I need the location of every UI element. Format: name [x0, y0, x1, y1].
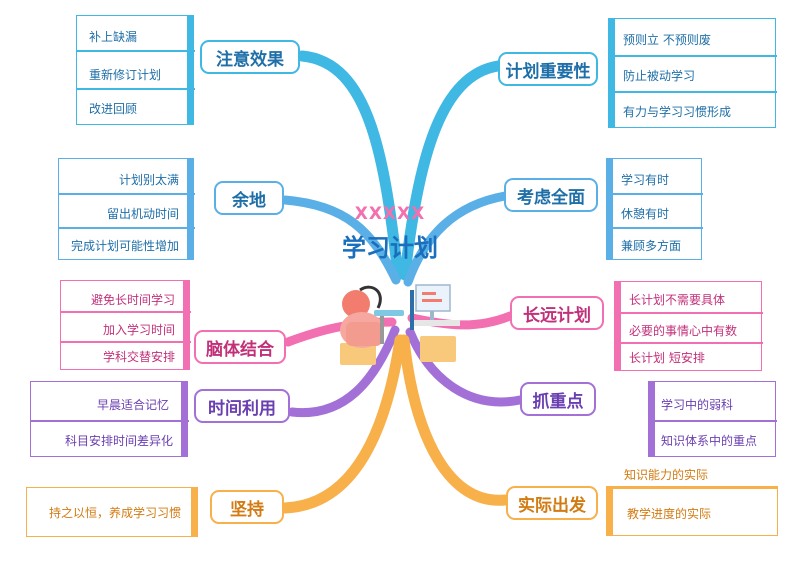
leaf-bar	[183, 281, 190, 369]
connector-yudi	[280, 195, 401, 285]
topic-label: 计划重要性	[505, 61, 591, 82]
topic-kaolv-quanmian[interactable]: 考虑全面	[504, 178, 598, 212]
leaf-group-zhuyi: 补上缺漏 重新修订计划 改进回顾	[76, 15, 195, 125]
leaf-divider	[59, 193, 195, 195]
leaf-bar	[187, 16, 194, 124]
leaf-item: 科目安排时间差异化	[64, 434, 173, 448]
leaf-item: 长计划不需要具体	[629, 293, 726, 307]
connector-zhongyao	[399, 60, 504, 281]
leaf-divider	[609, 55, 777, 57]
connector-kaolv	[403, 191, 510, 287]
leaf-item: 知识能力的实际	[624, 468, 709, 482]
topic-changyuan-jihua[interactable]: 长远计划	[510, 296, 604, 330]
leaf-item: 长计划 短安排	[629, 351, 705, 365]
leaf-bar	[608, 19, 615, 127]
leaf-item: 休憩有时	[621, 207, 670, 221]
center-title: 学习计划	[342, 234, 438, 262]
leaf-group-jianchi: 持之以恒，养成学习习惯	[26, 487, 198, 537]
topic-yudi[interactable]: 余地	[214, 181, 284, 215]
leaf-bar	[181, 382, 188, 456]
leaf-item: 加入学习时间	[102, 323, 175, 337]
leaf-divider	[606, 486, 778, 488]
leaf-item: 避免长时间学习	[90, 293, 175, 307]
leaf-divider	[607, 193, 703, 195]
topic-label: 脑体结合	[206, 339, 274, 360]
leaf-divider	[61, 311, 191, 313]
leaf-item: 改进回顾	[89, 102, 138, 116]
topic-shijian-liyong[interactable]: 时间利用	[194, 389, 290, 423]
leaf-divider	[59, 227, 195, 229]
leaf-item: 防止被动学习	[623, 69, 696, 83]
connector-jianchi	[279, 334, 406, 514]
leaf-bar	[606, 489, 613, 535]
leaf-group-yudi: 计划别太满 留出机动时间 完成计划可能性增加	[58, 158, 195, 260]
connector-shijian	[287, 325, 400, 418]
leaf-group-shijian: 早晨适合记忆 科目安排时间差异化	[30, 381, 189, 457]
leaf-divider	[649, 420, 777, 422]
student-illustration	[340, 285, 404, 365]
leaf-divider	[609, 91, 777, 93]
topic-label: 考虑全面	[517, 187, 585, 208]
leaf-item: 早晨适合记忆	[96, 398, 169, 412]
topic-shiji-chufa[interactable]: 实际出发	[506, 486, 598, 520]
leaf-item: 教学进度的实际	[627, 507, 712, 521]
leaf-group-shiji: 教学进度的实际	[606, 488, 778, 536]
connector-shiji	[398, 334, 511, 506]
leaf-group-changyuan: 长计划不需要具体 必要的事情心中有数 长计划 短安排	[614, 281, 763, 371]
topic-label: 实际出发	[518, 495, 586, 516]
leaf-item: 重新修订计划	[89, 68, 162, 82]
leaf-divider	[607, 227, 703, 229]
leaf-group-kaolv: 学习有时 休憩有时 兼顾多方面	[606, 158, 703, 260]
connector-zhuyi	[296, 50, 404, 281]
leaf-divider	[77, 50, 195, 52]
leaf-bar	[191, 488, 198, 536]
leaf-divider	[31, 420, 189, 422]
leaf-group-zhua: 学习中的弱科 知识体系中的重点	[648, 381, 777, 457]
topic-naoti-jiehe[interactable]: 脑体结合	[194, 330, 286, 364]
leaf-divider	[615, 342, 763, 344]
leaf-item: 必要的事情心中有数	[629, 324, 738, 338]
leaf-divider	[61, 341, 191, 343]
topic-label: 坚持	[230, 499, 264, 520]
leaf-item: 计划别太满	[118, 173, 179, 187]
topic-label: 注意效果	[216, 49, 284, 70]
leaf-divider	[615, 312, 763, 314]
leaf-item: 学习有时	[621, 173, 670, 187]
topic-label: 抓重点	[532, 391, 584, 412]
leaf-bar	[648, 382, 655, 456]
leaf-item: 完成计划可能性增加	[70, 239, 179, 253]
leaf-item: 留出机动时间	[106, 207, 179, 221]
topic-zhuyi-xiaoguo[interactable]: 注意效果	[200, 40, 300, 74]
connector-zhua	[405, 327, 525, 407]
leaf-item: 持之以恒，养成学习习惯	[48, 506, 181, 520]
topic-label: 时间利用	[208, 398, 276, 419]
topic-jianchi[interactable]: 坚持	[210, 490, 284, 524]
topic-label: 长远计划	[523, 305, 591, 326]
leaf-group-zhongyao: 预则立 不预则废 防止被动学习 有力与学习习惯形成	[608, 18, 777, 128]
leaf-bar	[187, 159, 194, 259]
leaf-item: 补上缺漏	[89, 30, 138, 44]
leaf-bar	[614, 282, 621, 370]
leaf-item: 兼顾多方面	[621, 239, 682, 253]
leaf-item: 有力与学习习惯形成	[623, 105, 732, 119]
desk-illustration	[410, 284, 460, 362]
leaf-item: 学习中的弱科	[661, 398, 734, 412]
leaf-group-naoti: 避免长时间学习 加入学习时间 学科交替安排	[60, 280, 191, 370]
leaf-item: 预则立 不预则废	[623, 33, 711, 47]
topic-jihua-zhongyaoxing[interactable]: 计划重要性	[498, 52, 598, 86]
leaf-bar	[606, 159, 613, 259]
leaf-divider	[77, 88, 195, 90]
topic-label: 余地	[232, 190, 266, 211]
leaf-item: 学科交替安排	[102, 350, 175, 364]
leaf-item: 知识体系中的重点	[661, 434, 758, 448]
topic-zhua-zhongdian[interactable]: 抓重点	[520, 382, 596, 416]
center-subtitle: XXXXX	[354, 204, 426, 224]
